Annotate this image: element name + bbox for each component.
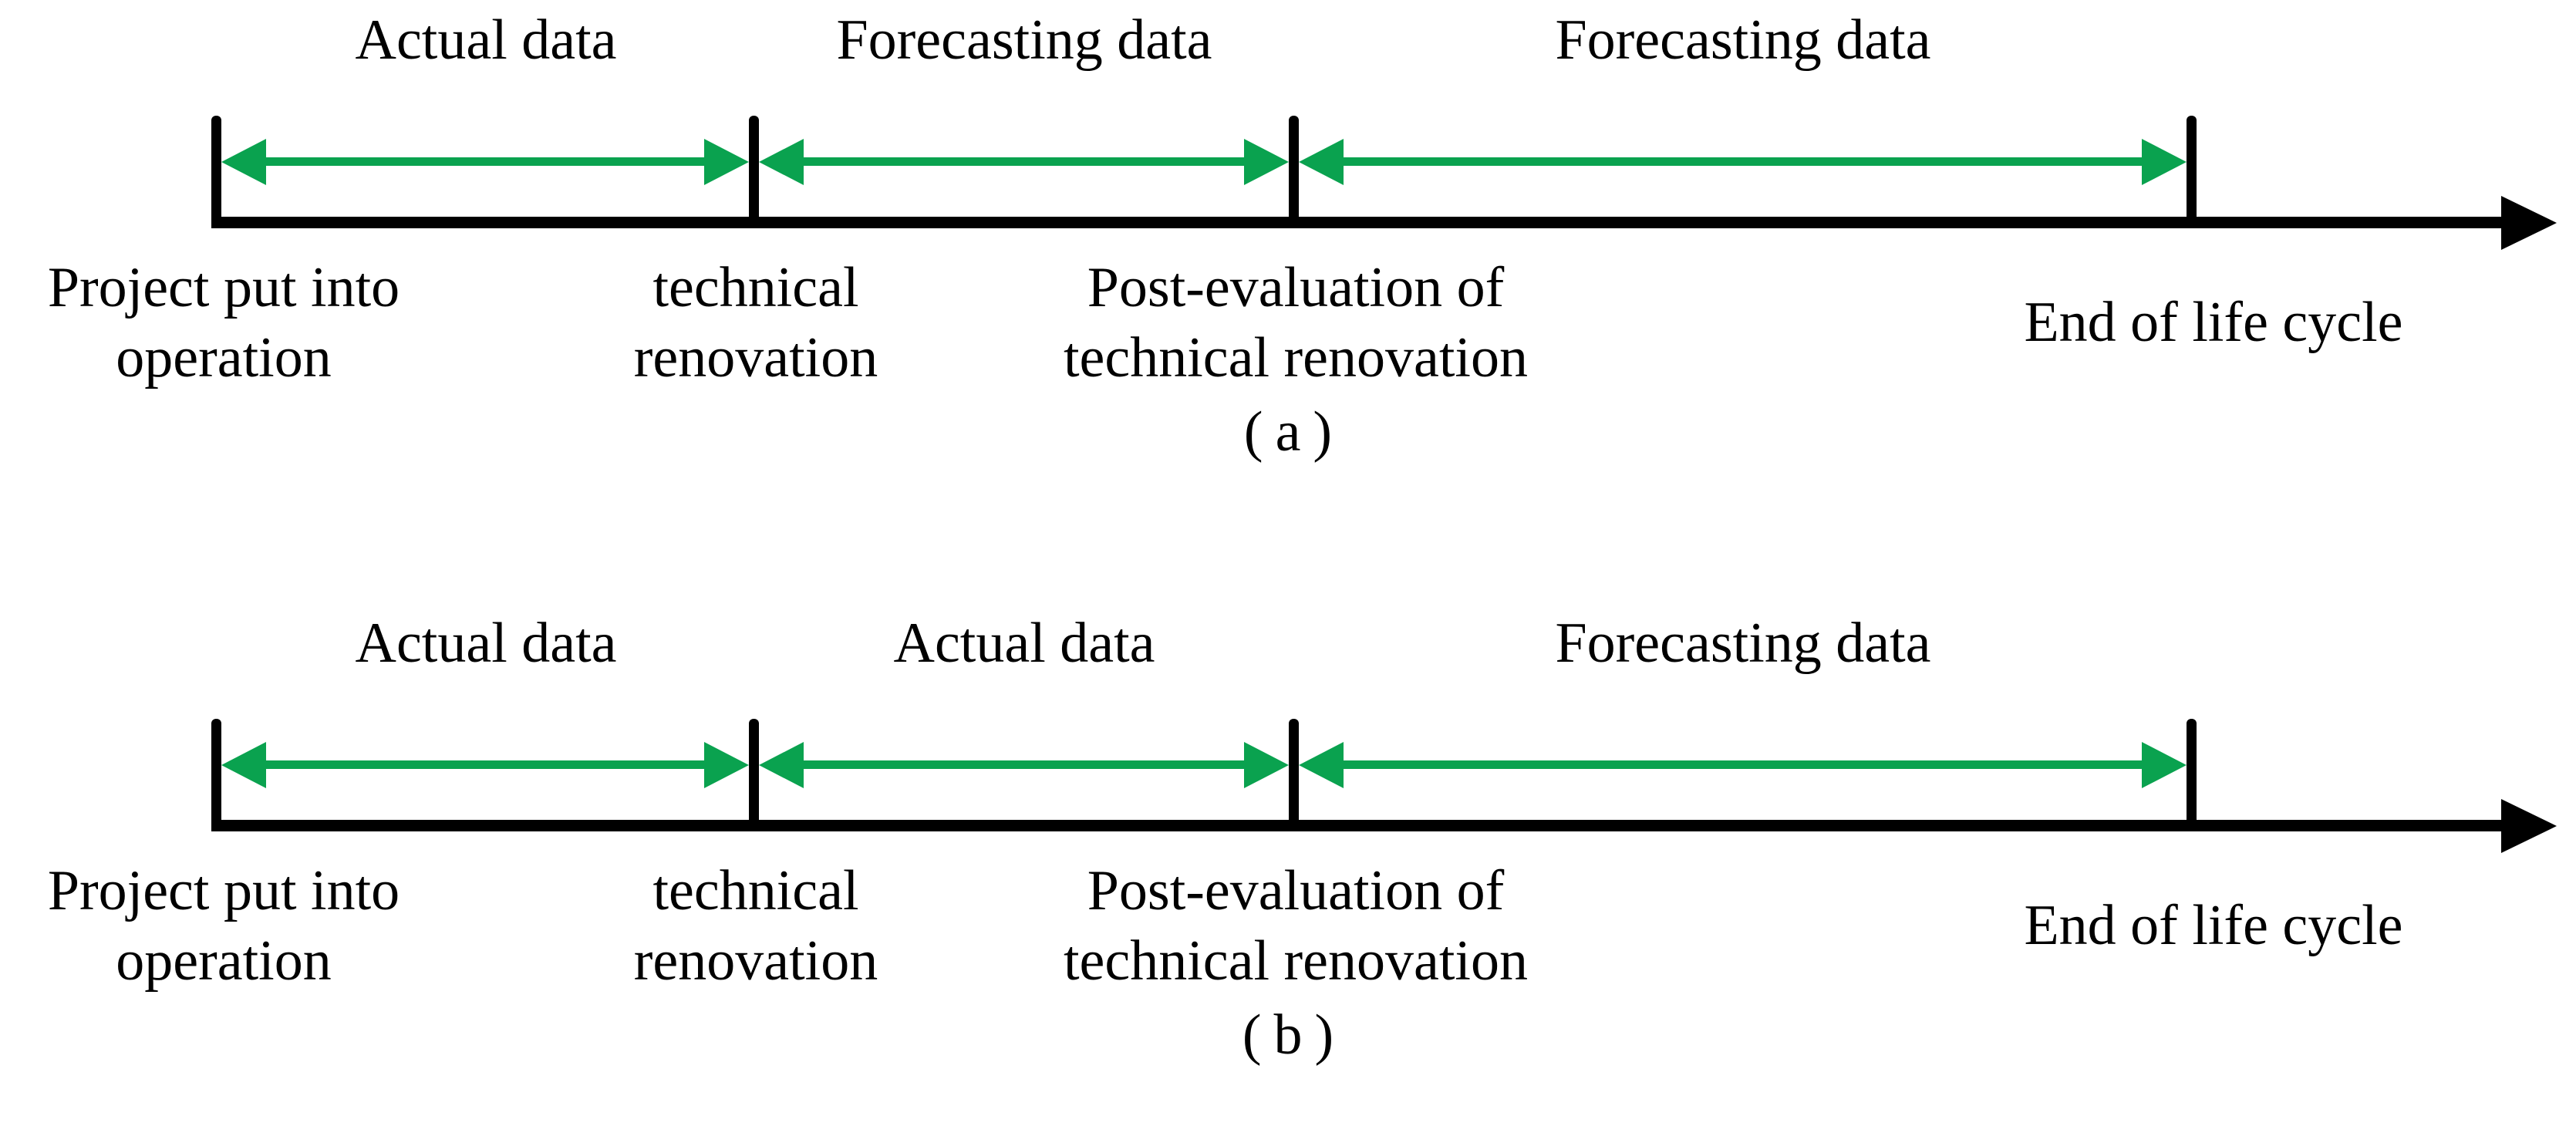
tick-mark [211,719,221,831]
axis-arrowhead-icon [2501,799,2557,853]
milestone-label-line: Post-evaluation of [1087,859,1505,922]
arrowhead-right-icon [704,139,749,185]
segment-label: Forecasting data [1555,612,1931,675]
milestone-label: Project put into operation [0,856,609,996]
arrowhead-left-icon [759,139,804,185]
tick-mark [1289,116,1299,228]
milestone-label-line: operation [116,929,332,993]
milestone-label-line: operation [116,326,332,389]
milestone-label-line: Post-evaluation of [1087,256,1505,319]
arrowhead-left-icon [221,139,266,185]
caption-a: (a) [1243,400,1345,464]
arrow-shaft [801,157,1247,166]
arrow-shaft [801,760,1247,769]
arrowhead-left-icon [1299,742,1344,788]
arrowhead-right-icon [2142,139,2187,185]
double-arrow-icon [759,138,1289,186]
milestone-label: technical renovation [370,253,1141,393]
axis-arrowhead-icon [2501,196,2557,250]
double-arrow-icon [221,741,749,789]
arrowhead-left-icon [221,742,266,788]
milestone-label-line: technical [652,859,859,922]
tick-mark [749,116,759,228]
arrow-shaft [1340,157,2145,166]
milestone-label: End of life cycle [1828,891,2576,961]
milestone-label-line: End of life cycle [2024,894,2403,957]
segment-label: Actual data [355,8,617,72]
figure-timeline-diagrams: Actual data Forecasting data Forecasting… [0,0,2576,1067]
milestone-label: End of life cycle [1828,288,2576,358]
arrowhead-right-icon [704,742,749,788]
milestone-label: Post-evaluation of technical renovation [910,253,1681,393]
tick-mark [2187,719,2197,831]
milestone-label-line: End of life cycle [2024,291,2403,354]
milestone-label: Post-evaluation of technical renovation [910,856,1681,996]
double-arrow-icon [221,138,749,186]
milestone-label-line: technical renovation [1063,326,1528,389]
milestone-label-line: Project put into [47,256,400,319]
arrowhead-right-icon [1244,742,1289,788]
tick-mark [1289,719,1299,831]
milestone-label-line: technical renovation [1063,929,1528,993]
arrow-shaft [1340,760,2145,769]
milestone-label: Project put into operation [0,253,609,393]
arrowhead-left-icon [759,742,804,788]
double-arrow-icon [1299,138,2187,186]
caption-b: (b) [1242,1003,1347,1067]
arrowhead-right-icon [2142,742,2187,788]
diagram-b: Actual data Actual data Forecasting data… [0,603,2576,1143]
double-arrow-icon [759,741,1289,789]
milestone-label: technical renovation [370,856,1141,996]
diagram-a: Actual data Forecasting data Forecasting… [0,0,2576,540]
milestone-label-line: renovation [633,326,878,389]
arrow-shaft [263,157,707,166]
milestone-label-line: technical [652,256,859,319]
arrowhead-right-icon [1244,139,1289,185]
segment-label: Forecasting data [836,8,1212,72]
arrow-shaft [263,760,707,769]
arrowhead-left-icon [1299,139,1344,185]
tick-mark [2187,116,2197,228]
tick-mark [749,719,759,831]
milestone-label-line: renovation [633,929,878,993]
segment-label: Forecasting data [1555,8,1931,72]
timeline-axis [211,217,2503,228]
segment-label: Actual data [893,612,1155,675]
milestone-label-line: Project put into [47,859,400,922]
timeline-axis [211,820,2503,831]
segment-label: Actual data [355,612,617,675]
double-arrow-icon [1299,741,2187,789]
tick-mark [211,116,221,228]
